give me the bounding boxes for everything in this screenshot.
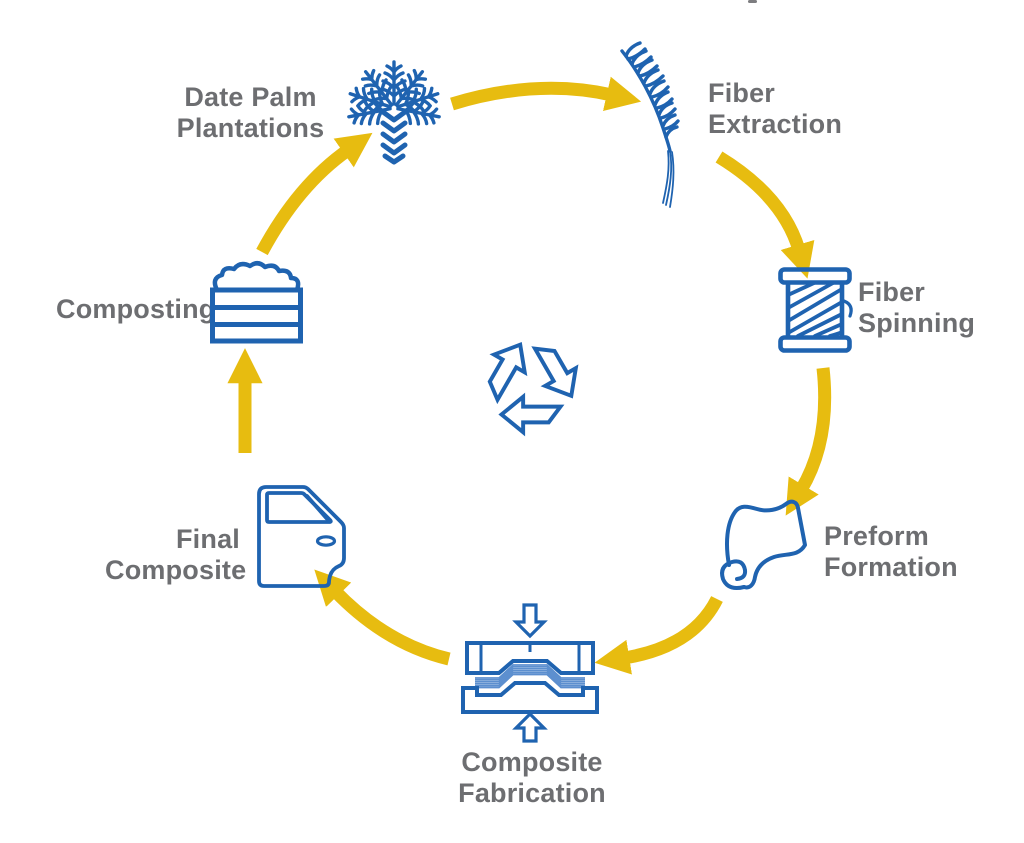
- label-preform-formation: Preform Formation: [824, 521, 958, 582]
- thread-spool-icon: [778, 267, 853, 353]
- label-final-composite: Final Composite: [105, 524, 247, 585]
- arrow-fabrication-to-final: [314, 569, 451, 666]
- label-date-palm-plantations: Date Palm Plantations: [176, 82, 325, 143]
- label-fiber-extraction: Fiber Extraction: [708, 78, 843, 139]
- arrow-extraction-to-spinning: [715, 151, 815, 279]
- arrow-plantations-to-extraction: [450, 76, 642, 111]
- press-arrow-down-icon: [512, 603, 548, 639]
- recycling-symbol-icon: [473, 333, 589, 435]
- arrow-composting-to-plantations: [256, 132, 373, 256]
- label-fiber-spinning: Fiber Spinning: [858, 277, 976, 338]
- press-arrow-up-icon: [512, 711, 548, 743]
- label-composite-fabrication: Composite Fabrication: [458, 747, 606, 808]
- arrow-preform-to-fabrication: [594, 595, 723, 675]
- composite-layers: [475, 664, 585, 689]
- cropped-text-artifact: [748, 0, 757, 3]
- car-door-icon: [257, 485, 346, 588]
- compost-bin-icon: [210, 261, 303, 344]
- palm-tree-icon: [344, 60, 444, 165]
- compression-molding-icon: [461, 603, 599, 743]
- label-composting: Composting: [56, 294, 216, 324]
- lower-die: [461, 681, 599, 714]
- upper-die: [465, 641, 595, 675]
- palm-frond-icon: [620, 41, 680, 208]
- arrow-spinning-to-preform: [785, 367, 832, 516]
- fabric-roll-icon: [720, 499, 807, 590]
